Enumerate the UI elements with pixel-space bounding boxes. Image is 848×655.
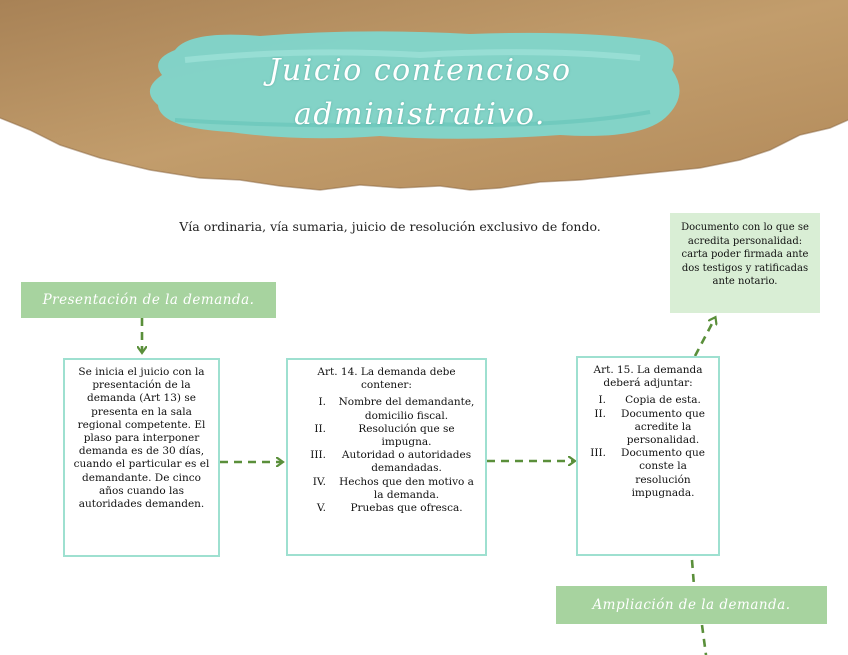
label-ampliacion-text: Ampliación de la demanda. — [592, 597, 790, 613]
list-item-number: V. — [296, 502, 336, 515]
list-item-number: I. — [296, 396, 336, 422]
list-item: V.Pruebas que ofresca. — [296, 502, 477, 515]
list-item-text: Pruebas que ofresca. — [336, 502, 477, 515]
list-item-text: Resolución que se impugna. — [336, 423, 477, 449]
note-acreditar-personalidad: Documento con lo que se acredita persona… — [670, 213, 820, 313]
box-inicio-juicio: Se inicia el juicio con la presentación … — [63, 358, 220, 557]
list-item-text: Autoridad o autoridades demandadas. — [336, 449, 477, 475]
list-item: IV.Hechos que den motivo a la demanda. — [296, 476, 477, 502]
list-item-number: II. — [586, 408, 616, 448]
label-presentacion: Presentación de la demanda. — [21, 282, 276, 318]
list-item-text: Nombre del demandante, domicilio fiscal. — [336, 396, 477, 422]
list-item-number: I. — [586, 394, 616, 407]
list-item-text: Hechos que den motivo a la demanda. — [336, 476, 477, 502]
list-item-number: III. — [296, 449, 336, 475]
box-inicio-juicio-text: Se inicia el juicio con la presentación … — [65, 360, 218, 517]
box-art-14-heading: Art. 14. La demanda debe contener: — [296, 366, 477, 392]
list-item-number: II. — [296, 423, 336, 449]
label-ampliacion: Ampliación de la demanda. — [556, 586, 827, 624]
list-item: III.Autoridad o autoridades demandadas. — [296, 449, 477, 475]
list-item: I.Nombre del demandante, domicilio fisca… — [296, 396, 477, 422]
box-art-14: Art. 14. La demanda debe contener: I.Nom… — [286, 358, 487, 556]
list-item-number: III. — [586, 447, 616, 500]
list-item-number: IV. — [296, 476, 336, 502]
list-item-text: Documento que acredite la personalidad. — [616, 408, 710, 448]
list-item-text: Documento que conste la resolución impug… — [616, 447, 710, 500]
list-item: II.Documento que acredite la personalida… — [586, 408, 710, 448]
box-art-15-heading: Art. 15. La demanda deberá adjuntar: — [586, 364, 710, 390]
arrow-ampliacion-down — [702, 625, 706, 655]
list-item-text: Copia de esta. — [616, 394, 710, 407]
box-art-14-list: I.Nombre del demandante, domicilio fisca… — [296, 396, 477, 515]
arrow-box3-to-note — [695, 318, 715, 356]
note-text: Documento con lo que se acredita persona… — [681, 222, 809, 287]
label-presentacion-text: Presentación de la demanda. — [43, 292, 255, 308]
box-art-15: Art. 15. La demanda deberá adjuntar: I.C… — [576, 356, 720, 556]
list-item: I.Copia de esta. — [586, 394, 710, 407]
list-item: II.Resolución que se impugna. — [296, 423, 477, 449]
list-item: III.Documento que conste la resolución i… — [586, 447, 710, 500]
arrow-box3-to-ampliacion — [692, 560, 694, 586]
box-art-15-list: I.Copia de esta.II.Documento que acredit… — [586, 394, 710, 500]
